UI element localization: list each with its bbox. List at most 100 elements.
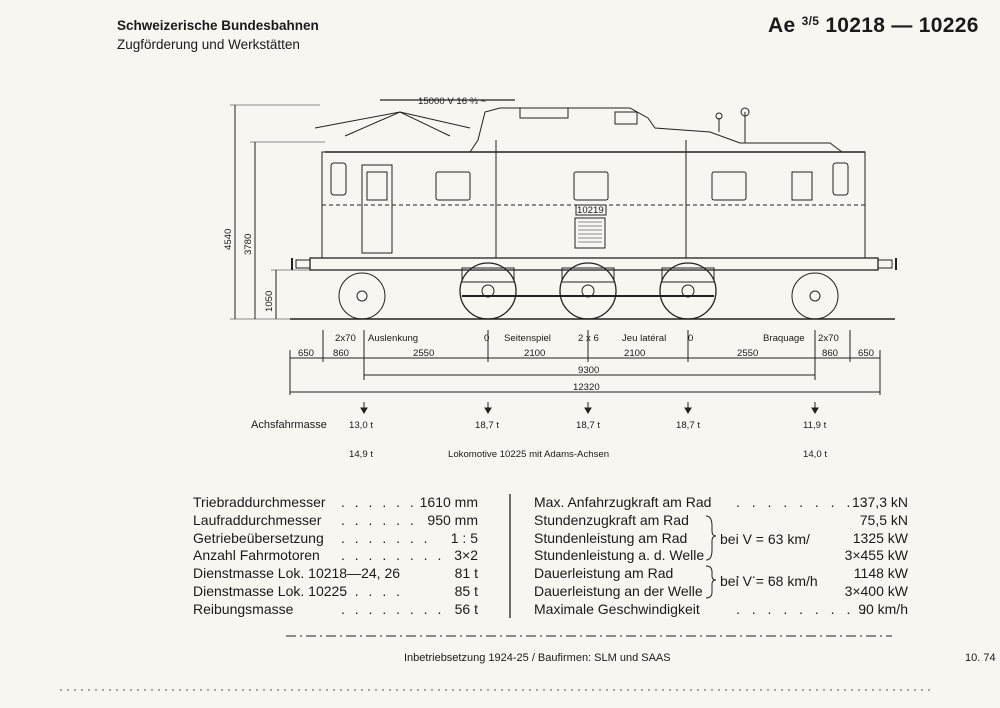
spacing-dimensions bbox=[289, 330, 881, 395]
spec-label: Maximale Geschwindigkeit bbox=[534, 600, 700, 617]
brace-note-continuous: bei V = 68 km/h bbox=[720, 573, 818, 589]
spec-dots: . . . . . bbox=[341, 583, 404, 599]
lateral-center-word: Seitenspiel bbox=[504, 333, 551, 344]
buffer-left bbox=[295, 259, 311, 269]
lateral-right-word: Braquage bbox=[763, 333, 805, 344]
spec-table-right: Max. Anfahrzugkraft am Rad . . . . . . . … bbox=[534, 494, 908, 624]
driving-wheel-1 bbox=[459, 262, 517, 320]
roof-outline bbox=[328, 107, 865, 153]
spec-value: 137,3 kN bbox=[851, 494, 908, 510]
axle-load-arrows bbox=[360, 402, 819, 414]
driving-wheel-2 bbox=[559, 262, 617, 320]
length-over-buffers: 12320 bbox=[573, 382, 600, 393]
axle-load-alt-note: Lokomotive 10225 mit Adams-Achsen bbox=[448, 449, 609, 460]
side-window-2 bbox=[573, 171, 609, 201]
roof-insulator bbox=[715, 112, 723, 120]
cab-door-left bbox=[361, 164, 393, 254]
spec-label: Stundenleistung am Rad bbox=[534, 529, 688, 546]
cab-window-left bbox=[330, 162, 347, 196]
spacing-label-6: 2550 bbox=[737, 348, 758, 359]
axle-load-1: 13,0 t bbox=[349, 420, 373, 431]
spec-value: 75,5 kN bbox=[859, 511, 908, 528]
height-4540: 4540 bbox=[223, 229, 234, 250]
brace-hour-rating bbox=[705, 515, 717, 561]
spec-dots: . . . . . . . . . bbox=[736, 600, 871, 617]
spec-dots: . . . . . . bbox=[341, 511, 417, 528]
axle-load-alt-left: 14,9 t bbox=[349, 449, 373, 460]
spec-dots: . . . . . . . bbox=[341, 529, 431, 546]
lateral-center-play: 2 x 6 bbox=[578, 333, 599, 344]
spec-dots: . . . . . . . . bbox=[341, 600, 445, 617]
spacing-label-4: 2100 bbox=[524, 348, 545, 359]
axle-load-label: Achsfahrmasse bbox=[251, 419, 327, 431]
spec-dots: . . . . . . bbox=[341, 494, 417, 510]
pantograph-frame bbox=[314, 111, 471, 129]
spec-label: Getriebeübersetzung bbox=[193, 529, 324, 546]
brace-continuous-rating bbox=[705, 565, 717, 599]
trailing-wheel bbox=[791, 272, 839, 320]
spec-label: Laufraddurchmesser bbox=[193, 511, 322, 528]
spec-value: 1148 kW bbox=[853, 565, 908, 582]
buffer-right bbox=[877, 259, 893, 269]
axle-load-3: 18,7 t bbox=[576, 420, 600, 431]
spec-label: Reibungsmasse bbox=[193, 600, 294, 617]
catenary-label: 15000 V 16 ⅔ ~ bbox=[418, 96, 486, 107]
spec-label: Stundenleistung a. d. Welle bbox=[534, 547, 705, 564]
roof-horn bbox=[740, 107, 750, 117]
spacing-label-1: 650 bbox=[298, 348, 314, 359]
height-dimensions bbox=[230, 104, 325, 320]
number-range: 10218 — 10226 bbox=[825, 14, 979, 37]
driving-wheel-3 bbox=[659, 262, 717, 320]
lateral-zero-1: 0 bbox=[484, 333, 489, 344]
spec-value: 950 mm bbox=[427, 511, 478, 528]
door-window-right bbox=[791, 171, 813, 201]
spacing-label-8: 650 bbox=[858, 348, 874, 359]
brace-note-hour: bei V = 63 km/ bbox=[720, 531, 810, 547]
spec-dots: . . . bbox=[736, 565, 776, 582]
spec-label: Dauerleistung an der Welle bbox=[534, 583, 703, 599]
spec-value: 85 t bbox=[454, 583, 478, 599]
spec-value: 81 t bbox=[454, 565, 478, 582]
spec-dots: . . . . . . . . bbox=[341, 547, 445, 564]
footer-text: Inbetriebsetzung 1924-25 / Baufirmen: SL… bbox=[404, 652, 671, 664]
spec-label: Triebraddurchmesser bbox=[193, 494, 326, 510]
height-3780: 3780 bbox=[243, 234, 254, 255]
spacing-label-7: 860 bbox=[822, 348, 838, 359]
axle-load-4: 18,7 t bbox=[676, 420, 700, 431]
lateral-left-word: Auslenkung bbox=[368, 333, 418, 344]
spec-value: 3×455 kW bbox=[844, 547, 908, 564]
leading-wheel bbox=[338, 272, 386, 320]
loco-number: 10219 bbox=[577, 205, 604, 216]
roof-breaker bbox=[614, 111, 638, 125]
spec-value: 1 : 5 bbox=[450, 529, 478, 546]
spec-label: Dauerleistung am Rad bbox=[534, 565, 674, 582]
spec-label: Max. Anfahrzugkraft am Rad bbox=[534, 494, 712, 510]
side-window-1 bbox=[435, 171, 471, 201]
motor-housing-2 bbox=[561, 267, 615, 283]
organization-title: Schweizerische Bundesbahnen bbox=[117, 18, 319, 33]
class-designation: Ae 3/5 10218 — 10226 bbox=[768, 14, 979, 38]
class-prefix: Ae bbox=[768, 14, 796, 37]
side-window-3 bbox=[711, 171, 747, 201]
lateral-left-play: 2x70 bbox=[335, 333, 356, 344]
number-plate bbox=[575, 204, 607, 216]
axle-load-2: 18,7 t bbox=[475, 420, 499, 431]
spec-value: 56 t bbox=[454, 600, 478, 617]
axle-load-alt-right: 14,0 t bbox=[803, 449, 827, 460]
motor-housing-3 bbox=[661, 267, 715, 283]
spec-value: 3×400 kW bbox=[844, 583, 908, 599]
division-subtitle: Zugförderung und Werkstätten bbox=[117, 37, 300, 52]
door-window-left bbox=[366, 171, 388, 201]
lateral-zero-2: 0 bbox=[688, 333, 693, 344]
spacing-label-5: 2100 bbox=[624, 348, 645, 359]
lateral-right-play: 2x70 bbox=[818, 333, 839, 344]
spec-value: 90 km/h bbox=[858, 600, 908, 617]
spec-value: 1325 kW bbox=[852, 529, 908, 546]
spec-label: Stundenzugkraft am Rad bbox=[534, 511, 689, 528]
spacing-label-2: 860 bbox=[333, 348, 349, 359]
ventilation-grille bbox=[574, 217, 606, 249]
lateral-center-word-fr: Jeu latéral bbox=[622, 333, 666, 344]
spec-dots: . . . . . . . . . bbox=[736, 494, 871, 510]
